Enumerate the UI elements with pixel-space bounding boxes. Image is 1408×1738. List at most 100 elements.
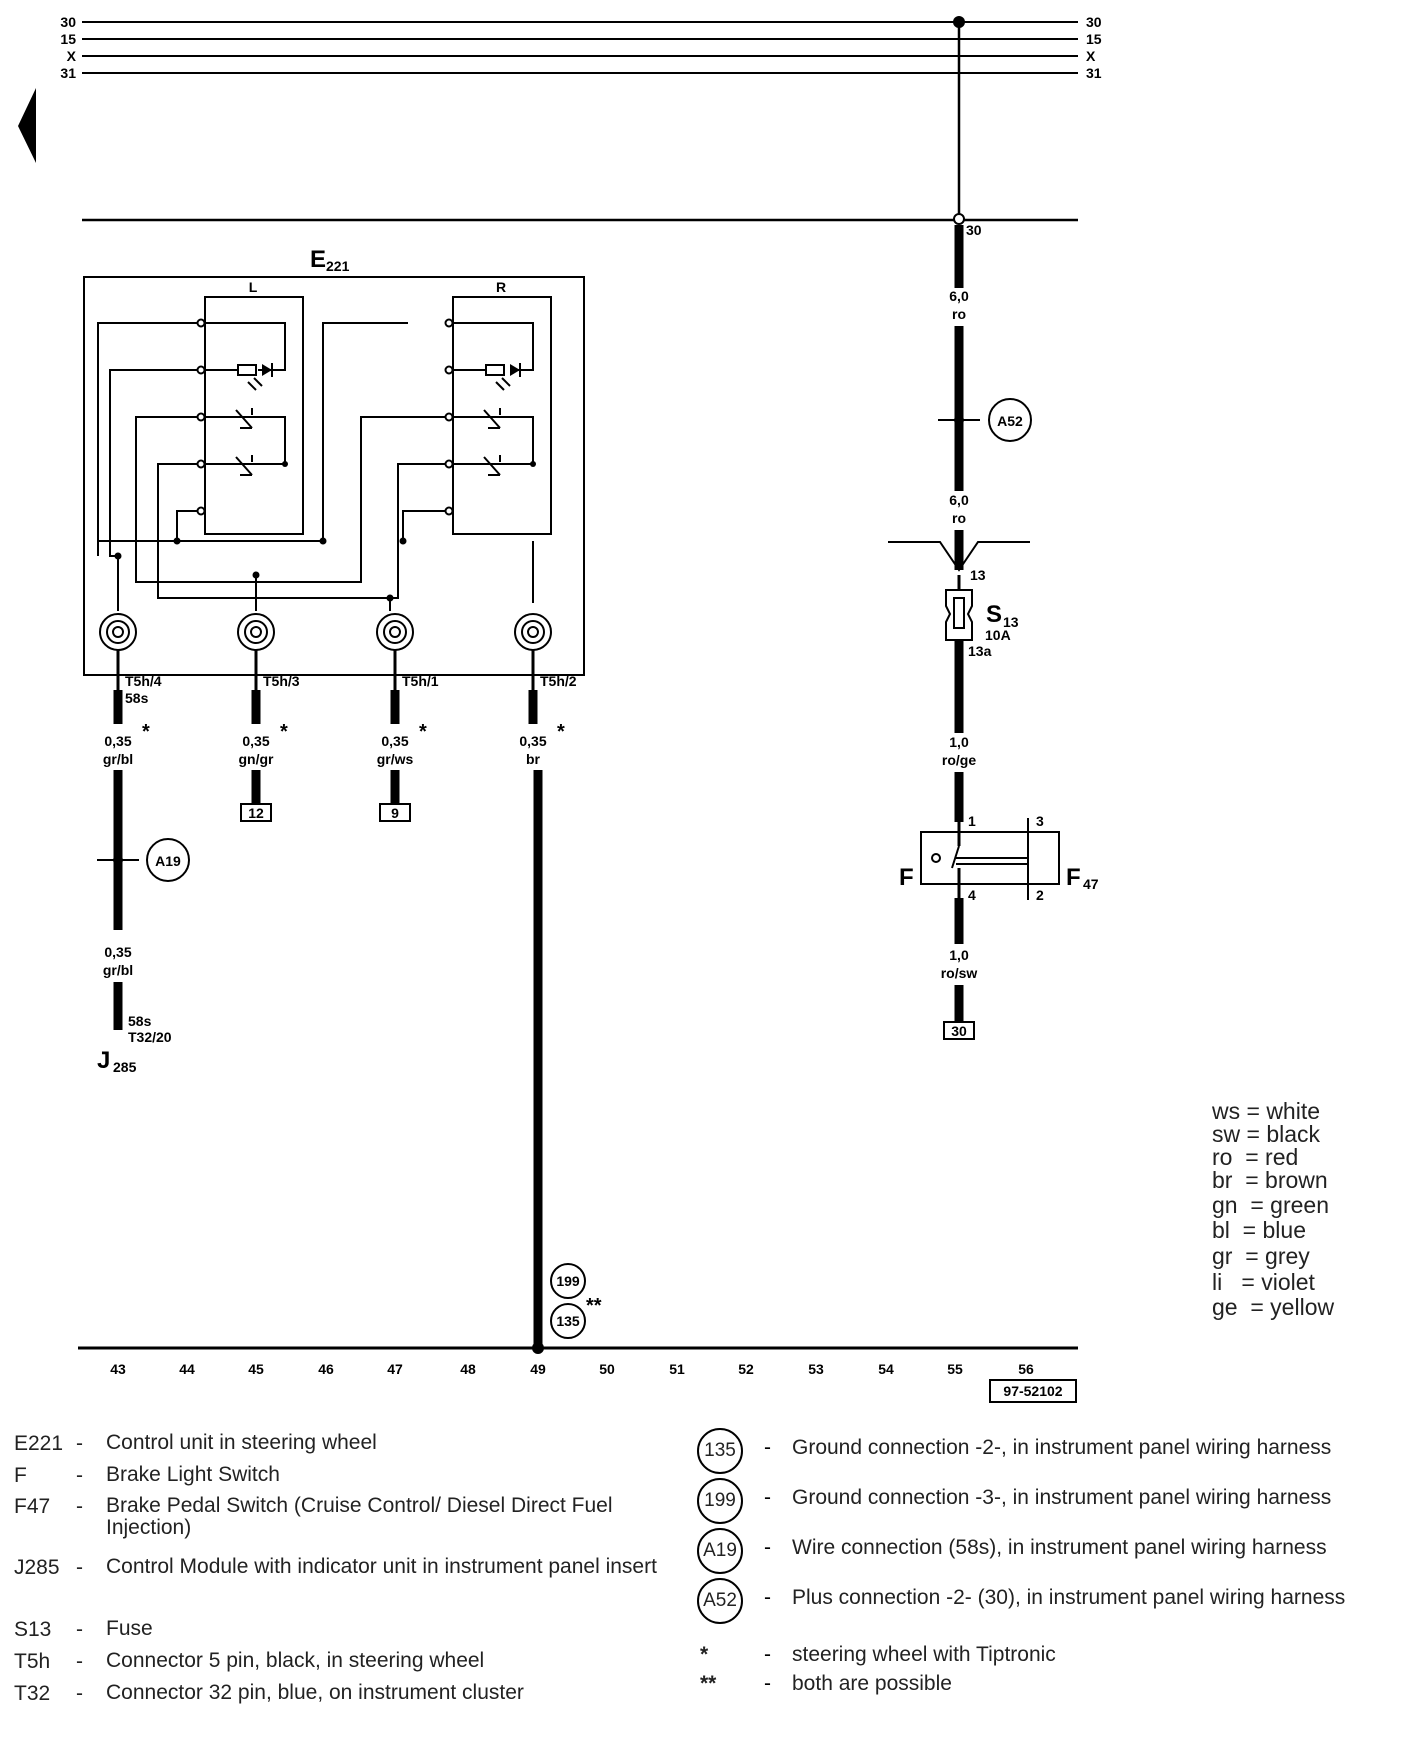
- legend-desc: Brake Pedal Switch (Cruise Control/ Dies…: [106, 1494, 613, 1539]
- pin-1: 1: [968, 813, 976, 829]
- legend-desc: Connector 5 pin, black, in steering whee…: [106, 1649, 485, 1672]
- legend-dash: -: [76, 1618, 83, 1641]
- bus-label-31-right: 31: [1086, 65, 1102, 81]
- bus-label-x-left: X: [67, 48, 77, 64]
- ref-box-9[interactable]: [379, 803, 411, 822]
- legend-dash: -: [764, 1672, 771, 1695]
- power-bus: [82, 21, 1078, 74]
- pin-3: 3: [1036, 813, 1044, 829]
- svg-text:48: 48: [460, 1361, 476, 1377]
- ground-135: [550, 1303, 586, 1339]
- legend-dash: -: [764, 1486, 771, 1509]
- junction-open: [953, 213, 965, 225]
- legend-desc: Plus connection -2- (30), in instrument …: [792, 1586, 1346, 1609]
- diagram-id: 97-52102: [1003, 1383, 1062, 1399]
- legend-dash: -: [764, 1436, 771, 1459]
- wire-size-4: 1,0: [949, 947, 969, 963]
- fuse-holder-outline: [888, 541, 1030, 572]
- svg-text:47: 47: [387, 1361, 403, 1377]
- pin-t5h4: T5h/4: [125, 673, 162, 689]
- color-key-row: ws = white: [1212, 1098, 1321, 1124]
- color-key-row: bl = blue: [1212, 1217, 1306, 1243]
- wire-size-2: 6,0: [949, 492, 969, 508]
- svg-text:43: 43: [110, 1361, 126, 1377]
- ref-box-12-label: 12: [248, 805, 264, 821]
- color-key-row: gr = grey: [1212, 1243, 1310, 1269]
- pin-t5h2: T5h/2: [540, 673, 577, 689]
- color-key-row: gn = green: [1212, 1192, 1330, 1218]
- wire-size-7: 0,35: [381, 733, 408, 749]
- j285-pin-58s: 58s: [128, 1013, 152, 1029]
- j285-label: J: [97, 1047, 110, 1074]
- wire-color-7: gr/ws: [377, 751, 414, 767]
- wire-size-9: 0,35: [104, 944, 131, 960]
- svg-text:55: 55: [947, 1361, 963, 1377]
- wire-color-1: ro: [952, 306, 966, 322]
- legend-circle: A52: [697, 1578, 743, 1624]
- legend-code: E221: [14, 1432, 64, 1455]
- s13-sub: 13: [1003, 614, 1019, 630]
- legend-code: F: [14, 1464, 27, 1487]
- legend-code: T5h: [14, 1650, 51, 1673]
- wire-size-5: 0,35: [104, 733, 131, 749]
- switch-l-label: L: [249, 279, 258, 295]
- pin-13a: 13a: [968, 643, 992, 659]
- wire-size-6: 0,35: [242, 733, 269, 749]
- bus-label-30-left: 30: [60, 14, 76, 30]
- legend-desc: Ground connection -3-, in instrument pan…: [792, 1486, 1332, 1509]
- color-key-row: br = brown: [1212, 1167, 1328, 1193]
- page-back-arrow-icon[interactable]: [18, 88, 36, 163]
- a19-connector: [146, 838, 190, 882]
- legend-item: J285 - Control Module with indicator uni…: [0, 1556, 680, 1604]
- wire-color-9: gr/bl: [103, 962, 133, 978]
- legend-desc: Brake Light Switch: [106, 1463, 280, 1486]
- ground-199: [550, 1263, 586, 1299]
- svg-text:51: 51: [669, 1361, 685, 1377]
- e221-box: [83, 276, 585, 676]
- switch-r-box: [452, 296, 552, 535]
- legend-item: F47 - Brake Pedal Switch (Cruise Control…: [0, 1495, 680, 1543]
- ref-box-30[interactable]: [943, 1021, 975, 1040]
- switch-l-contacts: [196, 318, 288, 516]
- pin-13: 13: [970, 567, 986, 583]
- legend-desc: Wire connection (58s), in instrument pan…: [792, 1536, 1327, 1559]
- j285-sub: 285: [113, 1059, 137, 1075]
- wire-size-3: 1,0: [949, 734, 969, 750]
- svg-text:56: 56: [1018, 1361, 1034, 1377]
- legend-desc: Connector 32 pin, blue, on instrument cl…: [106, 1681, 524, 1704]
- ground-199-label: 199: [556, 1273, 580, 1289]
- switch-r-contacts: [444, 318, 536, 516]
- wire-color-2: ro: [952, 510, 966, 526]
- bus-label-30-right: 30: [1086, 14, 1102, 30]
- wire-color-8: br: [526, 751, 541, 767]
- legend-double-star: **: [700, 1672, 717, 1695]
- star-2: *: [280, 721, 288, 743]
- legend-code: F47: [14, 1495, 51, 1518]
- wire-color-6: gn/gr: [239, 751, 275, 767]
- legend-dash: -: [76, 1556, 83, 1579]
- bus-label-31-left: 31: [60, 65, 76, 81]
- star-4: *: [557, 721, 565, 743]
- color-key-row: ro = red: [1212, 1144, 1299, 1170]
- f47-sub: 47: [1083, 876, 1099, 892]
- pin-t5h1: T5h/1: [402, 673, 439, 689]
- s13-rating: 10A: [985, 627, 1011, 643]
- legend-desc: Ground connection -2-, in instrument pan…: [792, 1436, 1332, 1459]
- legend-item: T5h - Connector 5 pin, black, in steerin…: [0, 1650, 680, 1680]
- legend-desc: Control Module with indicator unit in in…: [106, 1555, 657, 1578]
- bus-label-x-right: X: [1086, 48, 1096, 64]
- e221-sub: 221: [326, 258, 350, 274]
- svg-text:50: 50: [599, 1361, 615, 1377]
- wire-size-8: 0,35: [519, 733, 546, 749]
- ref-box-12[interactable]: [240, 803, 272, 822]
- e221-label: E: [310, 246, 326, 273]
- svg-text:46: 46: [318, 1361, 334, 1377]
- legend-item: S13 - Fuse: [0, 1618, 680, 1648]
- color-key-row: li = violet: [1212, 1269, 1315, 1295]
- fuse-s13: [945, 589, 973, 641]
- pin-4: 4: [968, 887, 976, 903]
- legend-dash: -: [76, 1495, 83, 1518]
- legend-dash: -: [764, 1586, 771, 1609]
- clock-springs: [99, 613, 552, 651]
